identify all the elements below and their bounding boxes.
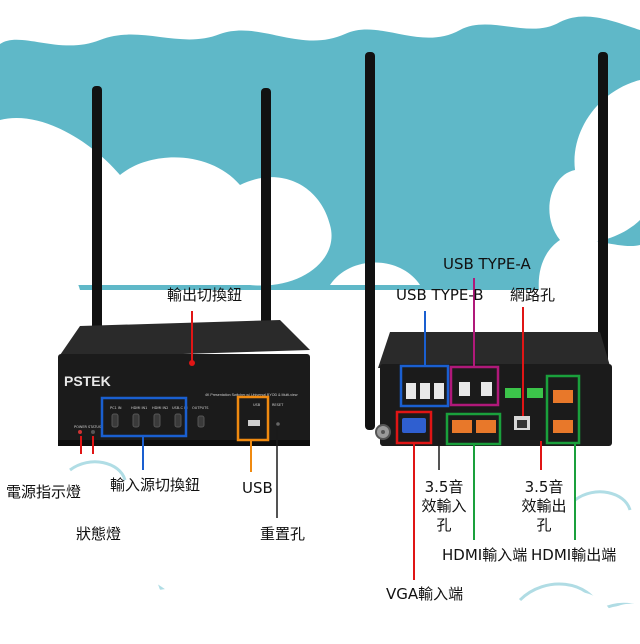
input-buttons: PC1 IN HDMI IN1 HDMI IN2 USB-C IN xyxy=(110,406,188,428)
rear-device xyxy=(365,52,612,580)
status-led-label: STATUS xyxy=(88,425,102,429)
antenna-icon xyxy=(598,52,608,426)
audio-terminal xyxy=(527,388,543,398)
antenna-icon xyxy=(92,86,102,336)
vga-in-label: VGA輸入端 xyxy=(386,585,464,603)
device-subtitle: 4K Presentation Switcher w/ Universal BY… xyxy=(205,393,298,397)
antenna-icon xyxy=(261,88,271,338)
reset-hole xyxy=(276,422,280,426)
usb-b-port xyxy=(406,383,416,399)
usb-b-port xyxy=(420,383,430,399)
svg-text:HDMI IN1: HDMI IN1 xyxy=(131,406,147,410)
brand-logo: PSTEK xyxy=(64,373,111,389)
reset-hole-label: 重置孔 xyxy=(260,525,306,543)
vga-port xyxy=(402,418,426,433)
svg-text:USB-C IN: USB-C IN xyxy=(172,406,188,410)
hdmi-out-port xyxy=(553,420,573,433)
network-port-label: 網路孔 xyxy=(510,286,556,304)
status-led-callout: 狀態燈 xyxy=(76,525,122,543)
audio-out-label: 3.5音效輸出孔 xyxy=(521,478,567,534)
usb-a-port xyxy=(481,382,492,396)
usb-a-port xyxy=(459,382,470,396)
usb-label: USB xyxy=(242,479,273,497)
usb-highlight xyxy=(236,395,270,442)
hdmi-in-port xyxy=(476,420,496,433)
reset-label: RESET xyxy=(272,403,284,407)
output-switch-label: 輸出切換鈕 xyxy=(167,286,243,304)
antenna-icon xyxy=(365,52,375,430)
hdmi-out-port xyxy=(553,390,573,403)
input-switch-label: 輸入源切換鈕 xyxy=(110,476,201,494)
output-label: OUTPUTS xyxy=(192,406,209,410)
usb-type-b-label: USB TYPE-B xyxy=(396,286,484,304)
cloud-icon xyxy=(0,535,640,640)
audio-in-label: 3.5音效輸入孔 xyxy=(421,478,467,534)
usb-type-a-label: USB TYPE-A xyxy=(443,255,531,273)
output-button xyxy=(197,415,205,428)
audio-terminal xyxy=(505,388,521,398)
svg-text:HDMI IN2: HDMI IN2 xyxy=(152,406,168,410)
hdmi-in-label: HDMI輸入端 xyxy=(442,546,528,564)
hdmi-out-label: HDMI輸出端 xyxy=(531,546,617,564)
usb-b-port xyxy=(434,383,444,399)
usb-port xyxy=(248,420,260,426)
svg-text:PC1 IN: PC1 IN xyxy=(110,406,122,410)
power-led-label: POWER xyxy=(74,425,88,429)
hdmi-in-port xyxy=(452,420,472,433)
hdmi-out-highlight xyxy=(545,374,581,445)
power-led-callout: 電源指示燈 xyxy=(6,483,82,501)
usb-port-label: USB xyxy=(253,403,261,407)
front-device: PSTEK 4K Presentation Switcher w/ Univer… xyxy=(58,86,310,518)
